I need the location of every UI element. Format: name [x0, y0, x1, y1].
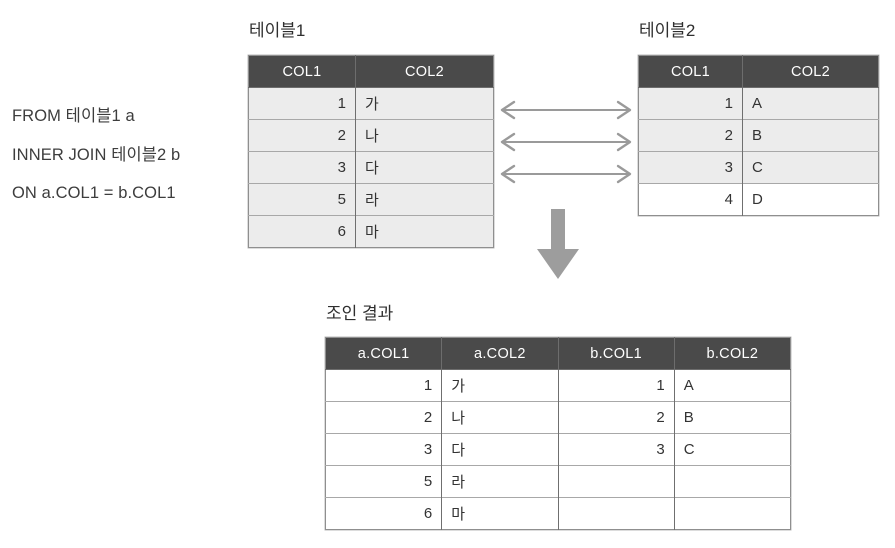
table-row: 5 라 — [248, 183, 494, 216]
result-header-row: a.COL1 a.COL2 b.COL1 b.COL2 — [325, 337, 791, 370]
result-r0-b-col2: A — [674, 369, 791, 402]
result-r0-a-col1: 1 — [325, 369, 443, 402]
sql-line-on: ON a.COL1 = b.COL1 — [12, 184, 176, 202]
table1-r3-col2: 라 — [355, 183, 494, 216]
table1-r3-col1: 5 — [248, 183, 356, 216]
result-r2-b-col2: C — [674, 433, 791, 466]
result-title: 조인 결과 — [326, 304, 394, 323]
result-r3-a-col2: 라 — [441, 465, 559, 498]
match-arrow-1-icon — [500, 100, 632, 120]
result-r3-a-col1: 5 — [325, 465, 443, 498]
match-arrow-3-icon — [500, 164, 632, 184]
table1: COL1 COL2 1 가 2 나 3 다 5 라 6 마 — [248, 55, 494, 248]
table2-header-col2: COL2 — [742, 55, 879, 88]
sql-snippet: FROM 테이블1 a INNER JOIN 테이블2 b ON a.COL1 … — [12, 108, 244, 202]
result-r1-a-col2: 나 — [441, 401, 559, 434]
result-table: a.COL1 a.COL2 b.COL1 b.COL2 1 가 1 A 2 나 … — [325, 337, 791, 530]
result-r4-a-col2: 마 — [441, 497, 559, 530]
table-row: 6 마 — [325, 497, 791, 530]
table1-header-row: COL1 COL2 — [248, 55, 494, 88]
table2-title: 테이블2 — [639, 21, 696, 40]
table-row: 3 다 — [248, 151, 494, 184]
table-row: 1 가 1 A — [325, 369, 791, 402]
sql-line-from: FROM 테이블1 a — [12, 107, 135, 125]
match-arrow-2-icon — [500, 132, 632, 152]
table1-r4-col1: 6 — [248, 215, 356, 248]
table-row: 3 다 3 C — [325, 433, 791, 466]
table1-r4-col2: 마 — [355, 215, 494, 248]
table-row: 2 나 — [248, 119, 494, 152]
result-r2-a-col1: 3 — [325, 433, 443, 466]
result-header-a-col1: a.COL1 — [325, 337, 443, 370]
table1-title: 테이블1 — [249, 21, 306, 40]
flow-down-arrow-icon — [537, 209, 579, 279]
table1-r1-col1: 2 — [248, 119, 356, 152]
result-r4-a-col1: 6 — [325, 497, 443, 530]
table2-header-row: COL1 COL2 — [638, 55, 879, 88]
table2: COL1 COL2 1 A 2 B 3 C 4 D — [638, 55, 879, 216]
result-r1-b-col1: 2 — [558, 401, 675, 434]
table1-r2-col1: 3 — [248, 151, 356, 184]
table2-r3-col1: 4 — [638, 183, 743, 216]
table1-r1-col2: 나 — [355, 119, 494, 152]
result-header-a-col2: a.COL2 — [441, 337, 559, 370]
result-r3-b-col1 — [558, 465, 675, 498]
table2-r3-col2: D — [742, 183, 879, 216]
result-r3-b-col2 — [674, 465, 791, 498]
table-row: 2 나 2 B — [325, 401, 791, 434]
result-r2-b-col1: 3 — [558, 433, 675, 466]
table1-header-col2: COL2 — [355, 55, 494, 88]
table-row: 3 C — [638, 151, 879, 184]
table2-r1-col1: 2 — [638, 119, 743, 152]
table2-r2-col1: 3 — [638, 151, 743, 184]
table-row: 1 A — [638, 87, 879, 120]
result-r1-b-col2: B — [674, 401, 791, 434]
table2-r1-col2: B — [742, 119, 879, 152]
result-r0-a-col2: 가 — [441, 369, 559, 402]
table-row: 6 마 — [248, 215, 494, 248]
result-r4-b-col1 — [558, 497, 675, 530]
result-header-b-col1: b.COL1 — [558, 337, 675, 370]
table1-r0-col1: 1 — [248, 87, 356, 120]
sql-line-join: INNER JOIN 테이블2 b — [12, 145, 181, 164]
result-r0-b-col1: 1 — [558, 369, 675, 402]
table-row: 4 D — [638, 183, 879, 216]
table2-r0-col2: A — [742, 87, 879, 120]
table2-r2-col2: C — [742, 151, 879, 184]
table1-header-col1: COL1 — [248, 55, 356, 88]
result-header-b-col2: b.COL2 — [674, 337, 791, 370]
table2-r0-col1: 1 — [638, 87, 743, 120]
table-row: 5 라 — [325, 465, 791, 498]
result-r2-a-col2: 다 — [441, 433, 559, 466]
table1-r0-col2: 가 — [355, 87, 494, 120]
table2-header-col1: COL1 — [638, 55, 743, 88]
result-r4-b-col2 — [674, 497, 791, 530]
table-row: 2 B — [638, 119, 879, 152]
table-row: 1 가 — [248, 87, 494, 120]
result-r1-a-col1: 2 — [325, 401, 443, 434]
table1-r2-col2: 다 — [355, 151, 494, 184]
